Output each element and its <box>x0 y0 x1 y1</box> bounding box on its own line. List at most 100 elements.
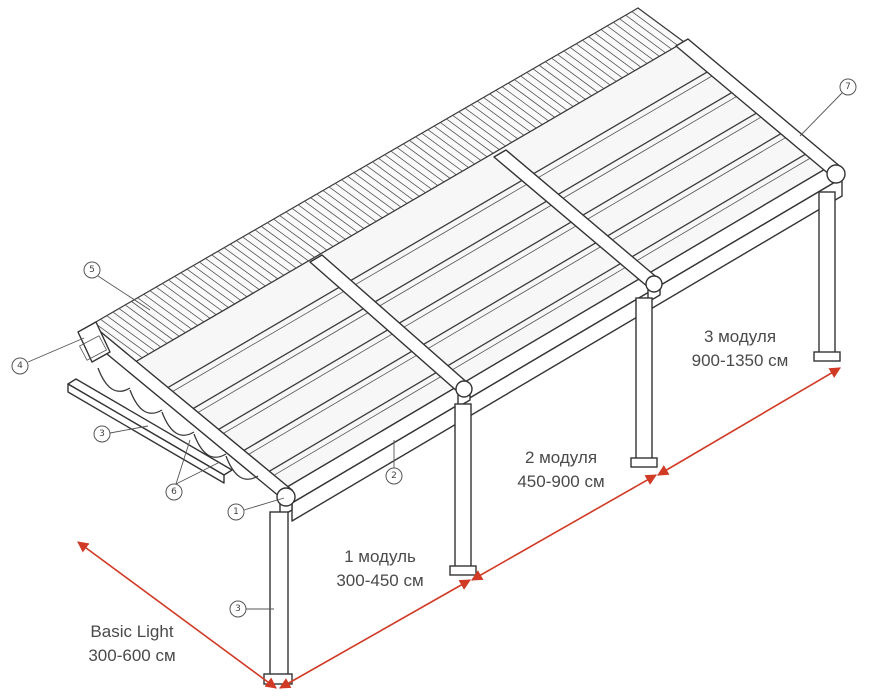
svg-text:5: 5 <box>89 265 95 275</box>
callout-3-beam: 3 <box>93 425 149 443</box>
roof-rib <box>322 190 371 226</box>
roof-rib <box>415 136 463 172</box>
roof-rib <box>359 168 408 204</box>
roof-rib <box>378 157 426 194</box>
post-module-1 <box>449 403 477 576</box>
roof-rib <box>384 154 432 190</box>
post-module-2 <box>630 297 658 468</box>
svg-text:1: 1 <box>233 507 239 517</box>
roof-rib <box>297 204 346 240</box>
roof-rib <box>335 182 383 219</box>
roof-rib <box>254 229 303 265</box>
roof-rib <box>483 97 531 133</box>
roof-rail <box>238 128 790 454</box>
roof-rib <box>242 236 291 273</box>
roof-rib <box>557 54 605 89</box>
roof-rib <box>353 172 402 208</box>
roof-rib <box>520 75 568 111</box>
svg-text:2: 2 <box>391 471 397 481</box>
roof-rib <box>118 308 168 344</box>
roof-rib <box>192 265 242 301</box>
svg-text:Basic Light: Basic Light <box>90 622 173 641</box>
roof-rib <box>291 208 340 244</box>
roof-rail-edge <box>215 113 768 438</box>
fabric-folds <box>97 367 259 480</box>
roof-rib <box>433 125 482 161</box>
svg-text:2 модуля: 2 модуля <box>525 448 597 467</box>
fabric-fold <box>225 455 259 480</box>
roof-rib <box>217 250 266 287</box>
roof-rib <box>489 93 537 129</box>
roof-rib <box>279 215 328 251</box>
roof-rib <box>532 68 580 104</box>
roof-rib <box>316 193 365 229</box>
dim-module-2 <box>471 474 657 581</box>
roof-rib <box>372 161 420 197</box>
roof-rib <box>100 318 149 355</box>
roof-rib <box>310 197 358 233</box>
roof-rib <box>582 39 629 75</box>
roof-rib <box>526 72 574 107</box>
roof-rib <box>94 322 143 359</box>
roof-rail <box>161 67 716 392</box>
roof-rib <box>273 218 322 255</box>
roof-rib <box>563 50 611 86</box>
svg-text:3: 3 <box>235 604 241 614</box>
post-module-3 <box>813 191 841 362</box>
svg-text:450-900 см: 450-900 см <box>517 472 604 491</box>
roof-rib <box>285 211 334 247</box>
roof-rib <box>625 14 672 50</box>
roof-rib <box>545 61 592 97</box>
roof-rib <box>495 89 543 125</box>
svg-text:1 модуль: 1 модуль <box>344 547 416 566</box>
roof-rib <box>341 179 389 215</box>
roof-rib <box>588 36 635 72</box>
roof-rib <box>125 304 174 341</box>
fabric-fold <box>161 411 195 436</box>
roof-rib <box>613 21 660 57</box>
label-module-3: 3 модуля 900-1350 см <box>692 327 789 370</box>
roof-rib <box>551 57 599 93</box>
dimension-lines <box>77 367 841 689</box>
roof-rail <box>212 107 765 434</box>
svg-text:6: 6 <box>171 487 177 497</box>
callout-5: 5 <box>83 261 151 311</box>
roof-rib <box>409 140 457 176</box>
roof-rib <box>440 122 488 158</box>
roof-rib <box>365 165 414 201</box>
roof-rib <box>464 107 512 143</box>
roof-frame <box>77 38 846 522</box>
fabric-fold <box>193 433 227 458</box>
roof-rib <box>180 272 229 308</box>
roof-rib <box>508 82 555 118</box>
roof-rib <box>575 43 623 79</box>
fabric-fold <box>129 389 163 414</box>
roof-rail <box>187 87 740 413</box>
dim-module-3 <box>657 367 841 476</box>
roof-rib <box>347 175 395 212</box>
callout-2: 2 <box>385 440 403 485</box>
roof-rib <box>403 143 451 179</box>
roof-rib <box>514 79 562 115</box>
roof-rib <box>396 147 445 183</box>
callout-3-post: 3 <box>229 600 274 618</box>
svg-text:300-600 см: 300-600 см <box>88 646 175 665</box>
roof-rib <box>106 315 155 351</box>
roof-rib <box>137 297 186 334</box>
roof-rib <box>174 276 223 312</box>
roof-rib <box>304 200 352 237</box>
callout-4: 4 <box>11 337 85 375</box>
roof-rib <box>470 104 519 140</box>
corrugated-roof-strip <box>80 7 686 366</box>
roof-rib <box>205 258 254 294</box>
roof-rail-edge <box>267 154 817 480</box>
roof-rib <box>112 311 162 348</box>
roof-rib <box>149 290 198 326</box>
svg-text:3 модуля: 3 модуля <box>704 327 776 346</box>
callout-7: 7 <box>799 78 857 137</box>
label-module-1: 1 модуль 300-450 см <box>336 547 423 590</box>
roof-rib <box>143 293 192 330</box>
roof-rib <box>248 233 297 269</box>
